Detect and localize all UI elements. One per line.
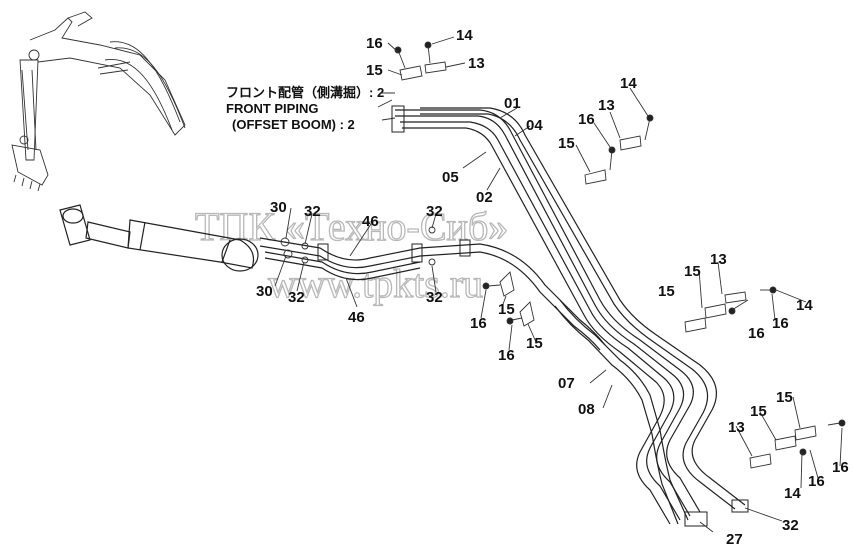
clamp-group-lower-right <box>749 419 846 469</box>
callout-15-right-b: 15 <box>684 263 701 280</box>
clamp-group-middle <box>482 271 535 327</box>
callout-32-lower-mid: 32 <box>426 289 443 306</box>
callout-14-upper-right: 14 <box>620 75 637 92</box>
callout-32-upper-left: 32 <box>304 203 321 220</box>
watermark-url: www.tpkts.ru <box>268 261 483 306</box>
header-front-piping: FRONT PIPING <box>226 101 318 116</box>
callout-46-lower: 46 <box>348 309 365 326</box>
clamp-group-right <box>684 286 777 333</box>
callout-16-right-a: 16 <box>748 325 765 342</box>
callout-05: 05 <box>442 169 459 186</box>
arm-cylinder <box>59 204 259 272</box>
callout-14-top: 14 <box>456 27 473 44</box>
callout-13-upper-right: 13 <box>598 97 615 114</box>
callout-14-lower-right: 14 <box>784 485 801 502</box>
callout-32-lower-left: 32 <box>288 289 305 306</box>
callout-16-middle-lower: 16 <box>498 347 515 364</box>
callout-15-upper-right: 15 <box>558 135 575 152</box>
callout-07: 07 <box>558 375 575 392</box>
callout-01: 01 <box>504 95 521 112</box>
callout-16-middle-upper: 16 <box>470 315 487 332</box>
callout-32-bottom: 32 <box>782 517 799 534</box>
callout-15-lower-right-a: 15 <box>776 389 793 406</box>
header-offset-boom: (OFFSET BOOM) : 2 <box>232 117 355 132</box>
callout-14-right: 14 <box>796 297 813 314</box>
callout-02: 02 <box>476 189 493 206</box>
callout-15-lower-right-b: 15 <box>750 403 767 420</box>
callout-15-top: 15 <box>366 62 383 79</box>
callout-16-lower-right-b: 16 <box>832 459 849 476</box>
callout-16-top: 16 <box>366 35 383 52</box>
callout-13-right: 13 <box>710 251 727 268</box>
header-japanese: フロント配管（側溝掘）: 2 <box>226 85 384 100</box>
callout-13-top: 13 <box>468 55 485 72</box>
boom-pipe-bundle <box>391 105 749 527</box>
header-leader-lines <box>377 92 396 121</box>
callout-15-middle-upper: 15 <box>498 301 515 318</box>
watermark-company: ТПК «Техно-Сиб» <box>195 204 508 249</box>
callout-08: 08 <box>578 401 595 418</box>
callout-30-lower: 30 <box>256 283 273 300</box>
clamp-group-top <box>394 41 447 81</box>
callout-13-lower-right: 13 <box>728 419 745 436</box>
callout-15-middle-lower: 15 <box>526 335 543 352</box>
callout-27: 27 <box>726 531 743 548</box>
callout-15-right-a: 15 <box>658 283 675 300</box>
callout-30-upper: 30 <box>270 199 287 216</box>
callout-16-right-b: 16 <box>772 315 789 332</box>
callout-16-lower-right-a: 16 <box>808 473 825 490</box>
leader-lines <box>274 36 843 533</box>
excavator-thumbnail <box>11 11 186 192</box>
callout-04: 04 <box>526 117 543 134</box>
callout-32-upper-mid: 32 <box>426 203 443 220</box>
callout-46-upper: 46 <box>362 213 379 230</box>
callout-16-upper-right: 16 <box>578 111 595 128</box>
